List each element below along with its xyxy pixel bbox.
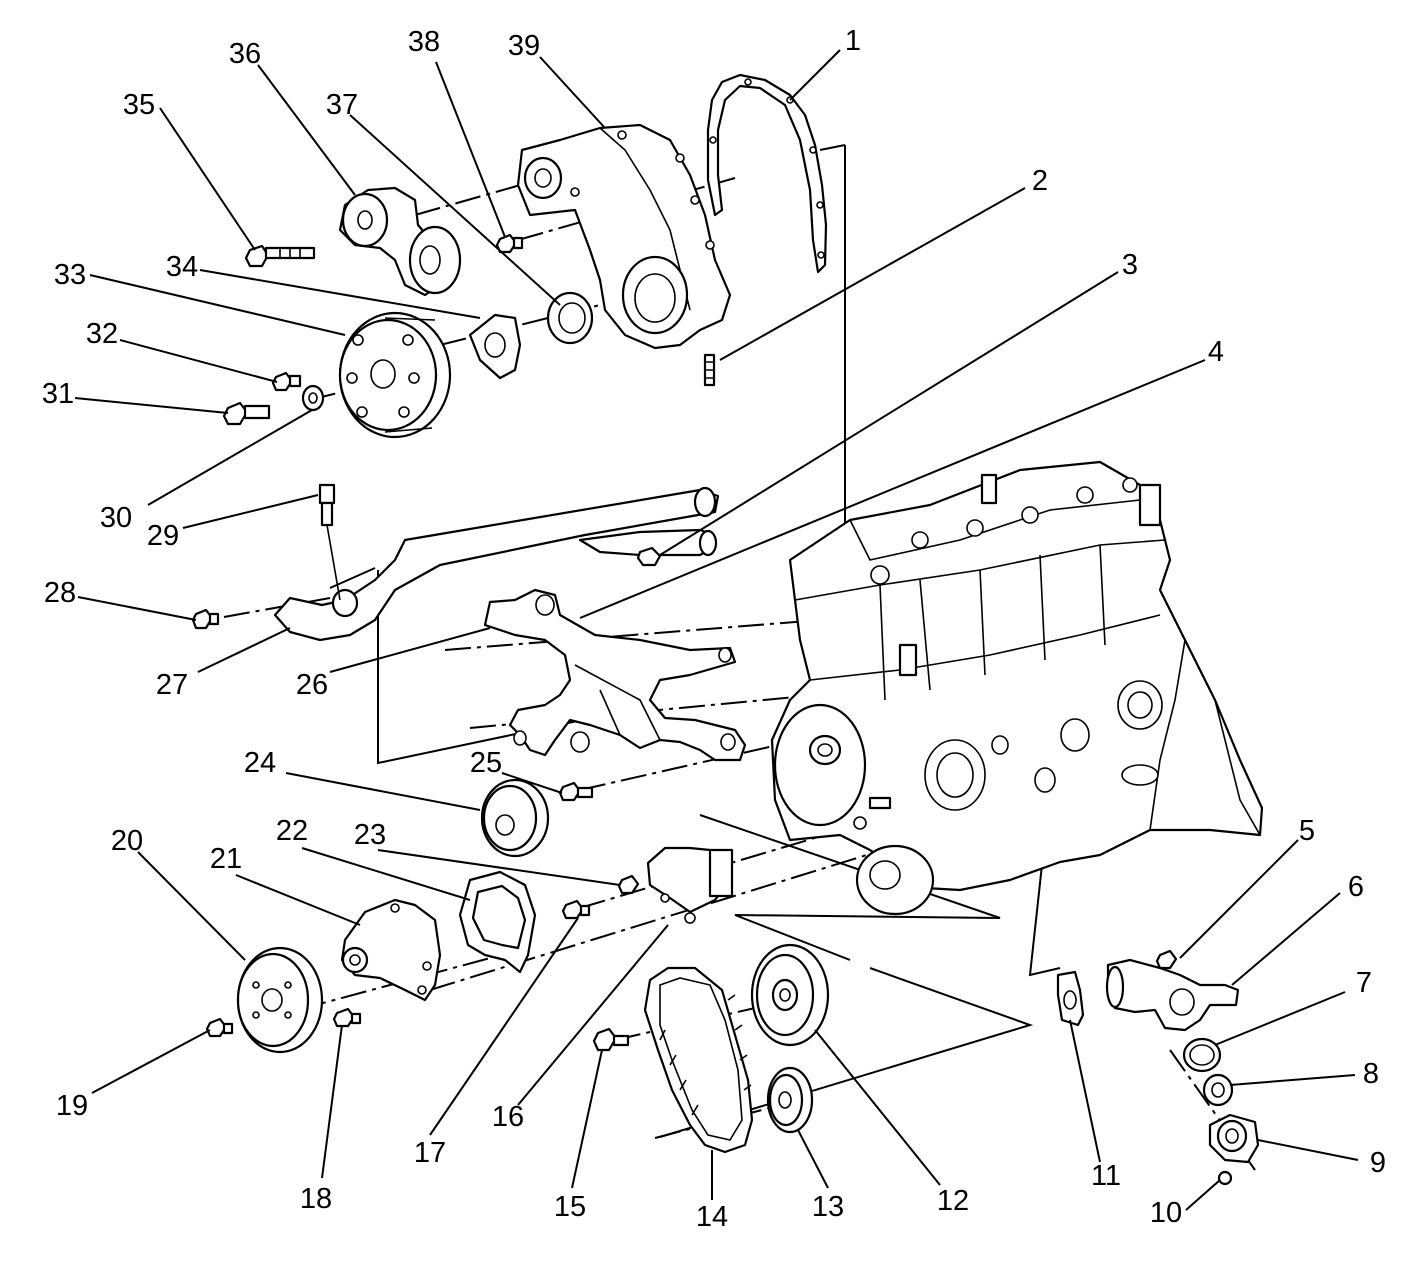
balancer-washer (301, 384, 325, 412)
callout-37: 37 (326, 89, 358, 121)
water-pump (340, 898, 442, 1002)
callout-1: 1 (845, 25, 861, 57)
idler-pulley (480, 778, 550, 858)
callout-34: 34 (166, 251, 198, 283)
engine-front-cover (516, 123, 732, 350)
leader-lines (74, 49, 1359, 1211)
callout-15: 15 (554, 1191, 586, 1223)
callout-25: 25 (470, 747, 502, 779)
crankshaft-front-oil-seal (546, 291, 594, 345)
timing-chain-tensioner (646, 846, 734, 924)
timing-chain (643, 966, 754, 1154)
callout-22: 22 (276, 815, 308, 847)
callout-7: 7 (1356, 967, 1372, 999)
callout-23: 23 (354, 819, 386, 851)
cover-stud (703, 353, 716, 387)
callout-28: 28 (44, 577, 76, 609)
water-outlet-bolt (1155, 949, 1178, 970)
bleed-valve (1217, 1170, 1233, 1186)
pulley-bolt (271, 371, 302, 392)
chain-tensioner-bolt (561, 899, 591, 920)
callout-17: 17 (414, 1137, 446, 1169)
callout-5: 5 (1299, 815, 1315, 847)
callout-2: 2 (1032, 165, 1048, 197)
water-outlet (1105, 958, 1240, 1032)
callout-39: 39 (508, 30, 540, 62)
pipe-bracket-nut (636, 546, 662, 567)
engine-front-cover-gasket (706, 73, 828, 274)
crankshaft-sprocket (766, 1066, 814, 1134)
water-pump-pulley (236, 946, 324, 1054)
callout-3: 3 (1122, 249, 1138, 281)
callout-19: 19 (56, 1090, 88, 1122)
coolant-bypass-pipe (273, 486, 720, 642)
callout-35: 35 (123, 89, 155, 121)
accessory-bracket (483, 588, 747, 762)
callout-18: 18 (300, 1183, 332, 1215)
callout-12: 12 (937, 1185, 969, 1217)
idler-pulley-bolt (558, 781, 594, 802)
callout-27: 27 (156, 669, 188, 701)
thermostat (1202, 1073, 1234, 1107)
tensioner-bolt (244, 244, 316, 268)
callout-6: 6 (1348, 871, 1364, 903)
callout-33: 33 (54, 259, 86, 291)
camshaft-sprocket-bolt (592, 1027, 630, 1052)
thermostat-seal (1182, 1037, 1222, 1073)
callout-9: 9 (1370, 1147, 1386, 1179)
engine-block (770, 460, 1264, 916)
crankshaft-nose (773, 703, 935, 916)
water-pump-gasket (458, 870, 537, 974)
water-pump-pulley-bolt (205, 1017, 234, 1038)
callout-26: 26 (296, 669, 328, 701)
callout-38: 38 (408, 26, 440, 58)
callout-31: 31 (42, 378, 74, 410)
callout-14: 14 (696, 1201, 728, 1233)
callout-4: 4 (1208, 336, 1224, 368)
bypass-pipe-bolt (191, 608, 220, 630)
cover-bolt (495, 233, 524, 254)
thermostat-housing (1208, 1113, 1260, 1164)
valve-cover-bosses (870, 473, 1162, 677)
crankshaft-balancer (338, 311, 452, 439)
callout-11: 11 (1091, 1160, 1121, 1192)
callout-8: 8 (1363, 1058, 1379, 1090)
callout-20: 20 (111, 825, 143, 857)
callout-30: 30 (100, 502, 132, 534)
callout-32: 32 (86, 318, 118, 350)
crankshaft-sprocket-hub (468, 313, 522, 380)
drive-belt-tensioner (338, 186, 462, 297)
camshaft-sprocket (750, 943, 830, 1047)
callout-36: 36 (229, 38, 261, 70)
water-pump-bolt (332, 1007, 362, 1028)
callout-numbers: 1 2 3 4 5 6 7 8 9 10 11 12 13 14 15 16 1… (42, 25, 1386, 1233)
callout-29: 29 (147, 520, 179, 552)
coolant-temperature-sensor (318, 483, 341, 601)
callout-13: 13 (812, 1191, 844, 1223)
callout-24: 24 (244, 747, 276, 779)
callout-16: 16 (492, 1101, 524, 1133)
callout-21: 21 (210, 843, 242, 875)
tensioner-bolt-small (617, 874, 640, 895)
thermostat-housing-gasket (1056, 970, 1085, 1027)
callout-10: 10 (1150, 1197, 1182, 1229)
cylinder-openings (924, 680, 1163, 811)
balancer-bolt (222, 401, 271, 426)
